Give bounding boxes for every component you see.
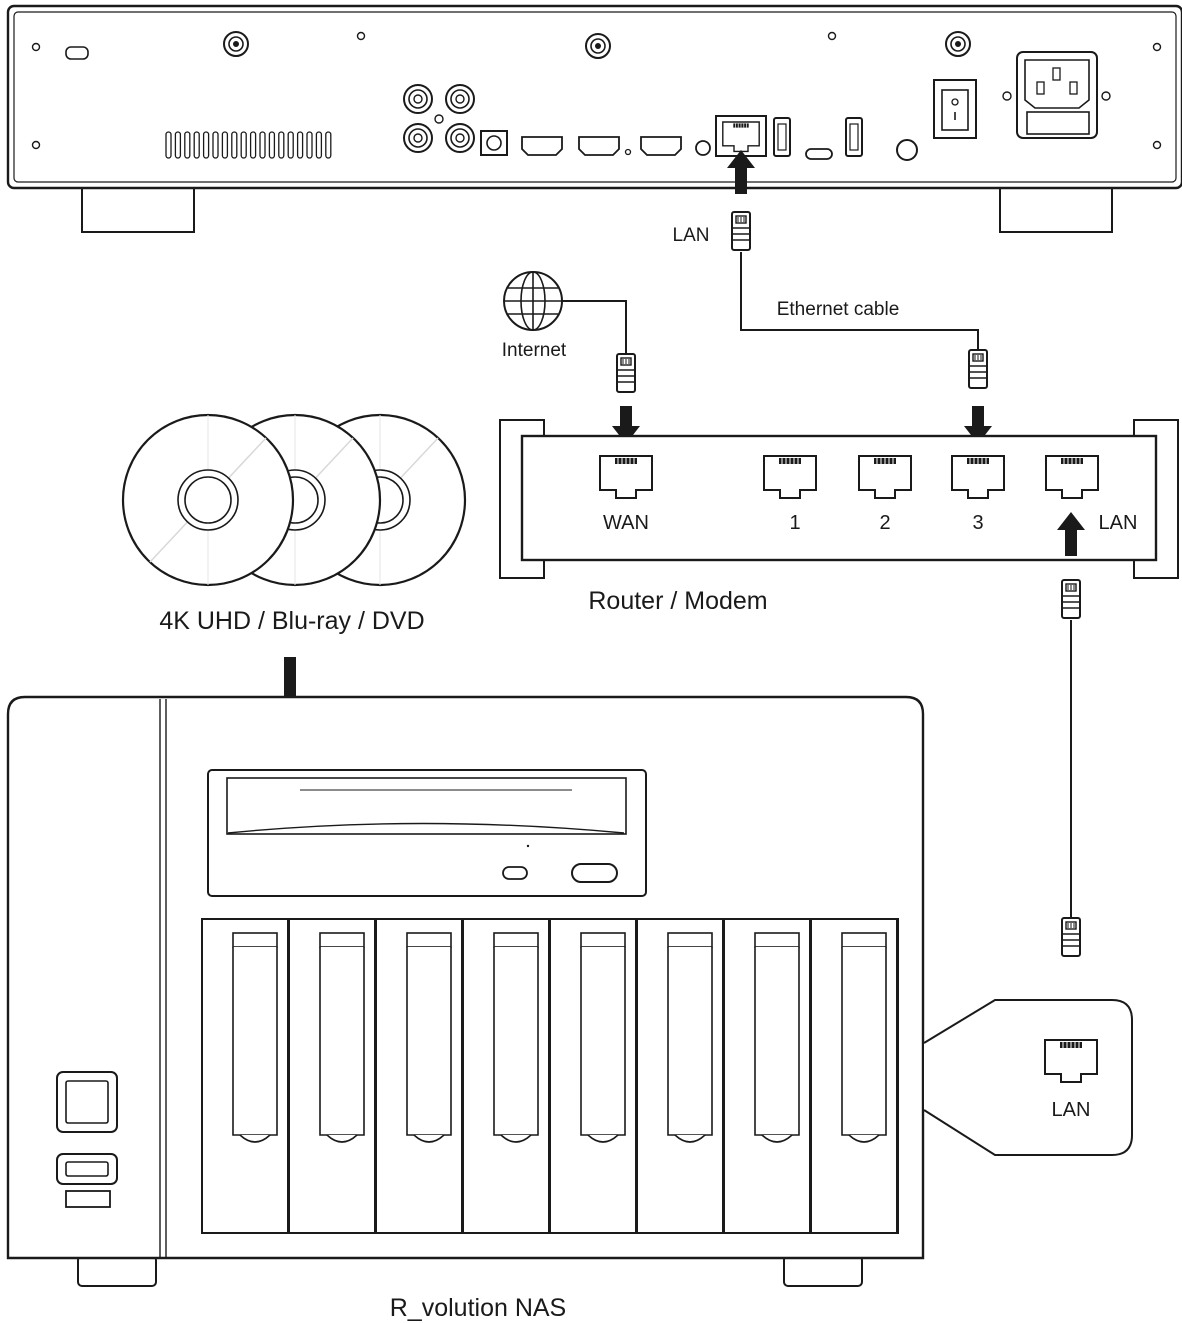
drive-bay	[201, 918, 289, 1234]
vent-slot	[325, 131, 332, 159]
vent-slot	[259, 131, 266, 159]
nas-lan-callout: LAN	[923, 999, 1133, 1156]
vent-slot	[221, 131, 229, 159]
usb-port-icon	[773, 117, 791, 157]
optical-drive	[207, 769, 647, 897]
vent-slot	[165, 131, 172, 159]
ethernet-cable-label: Ethernet cable	[777, 299, 900, 320]
drive-bays	[201, 918, 899, 1234]
router-lan-label: LAN	[1099, 512, 1138, 534]
rj45-plug-icon	[1061, 917, 1081, 957]
copy-button-icon	[65, 1190, 111, 1208]
ventilation-grille	[165, 131, 332, 159]
ir-sensor-icon	[896, 139, 918, 161]
vent-slot	[268, 131, 276, 159]
vent-slot	[287, 131, 294, 159]
media-player-rear-panel	[6, 4, 1182, 233]
drive-bay	[810, 918, 898, 1234]
vent-slot	[278, 131, 285, 159]
vent-slot	[184, 131, 191, 159]
screw-icon	[31, 42, 41, 52]
nas-device: LAN	[6, 695, 1133, 1287]
vent-slot	[249, 131, 257, 159]
vent-slot	[231, 131, 238, 159]
power-switch-icon	[933, 79, 977, 139]
screw-icon	[1152, 140, 1162, 150]
rj45-plug-icon	[616, 353, 636, 393]
internet-cable	[562, 300, 627, 354]
screw-icon	[827, 31, 837, 41]
player-lan-port-icon	[715, 115, 767, 157]
antenna-connector-icon	[585, 33, 611, 59]
kensington-slot-icon	[65, 46, 89, 60]
ethernet-cable	[740, 252, 979, 350]
hdmi-port-icon	[521, 136, 563, 156]
rj45-plug-icon	[1061, 579, 1081, 619]
hdmi-port-icon	[578, 136, 620, 156]
antenna-connector-icon	[223, 31, 249, 57]
rca-jacks-icon	[403, 84, 475, 153]
globe-icon	[503, 271, 563, 331]
rj45-plug-icon	[731, 211, 751, 251]
port-1-label: 1	[789, 512, 800, 534]
vent-slot	[212, 131, 219, 159]
power-button-icon	[56, 1071, 118, 1133]
eject-indicator-icon	[502, 866, 528, 880]
nas-title: R_volution NAS	[390, 1294, 566, 1322]
antenna-connector-icon	[945, 31, 971, 57]
drive-bay	[723, 918, 811, 1234]
router-title: Router / Modem	[588, 587, 767, 615]
wan-label: WAN	[603, 512, 649, 534]
optical-port-icon	[480, 130, 508, 156]
drive-bay	[462, 918, 550, 1234]
power-inlet-icon	[1002, 51, 1111, 139]
eject-button-icon	[571, 863, 618, 883]
usb-port-icon	[56, 1153, 118, 1185]
vent-slot	[202, 131, 210, 159]
drive-bay	[549, 918, 637, 1234]
nas-lan-label: LAN	[1052, 1099, 1091, 1121]
screw-icon	[31, 140, 41, 150]
screw-icon	[1152, 42, 1162, 52]
audio-jack-icon	[695, 140, 711, 156]
drive-bay	[375, 918, 463, 1234]
drive-bay	[636, 918, 724, 1234]
usb-c-port-icon	[805, 148, 833, 160]
internet-label: Internet	[502, 340, 567, 361]
screw-icon	[356, 31, 366, 41]
vent-slot	[315, 131, 323, 159]
nas-foot-right	[783, 1255, 863, 1287]
player-lan-label: LAN	[673, 225, 710, 246]
nas-foot-left	[77, 1255, 157, 1287]
vent-slot	[306, 131, 313, 159]
usb-port-icon	[845, 117, 863, 157]
vent-slot	[240, 131, 247, 159]
rj45-plug-icon	[968, 349, 988, 389]
vent-slot	[193, 131, 200, 159]
discs-title: 4K UHD / Blu-ray / DVD	[159, 607, 424, 635]
player-foot-right	[999, 185, 1113, 233]
drive-bay	[288, 918, 376, 1234]
optical-disc-icon	[121, 413, 467, 587]
player-foot-left	[81, 185, 195, 233]
port-2-label: 2	[879, 512, 890, 534]
vent-slot	[296, 131, 304, 159]
vent-slot	[174, 131, 182, 159]
hdmi-port-icon	[640, 136, 682, 156]
port-3-label: 3	[972, 512, 983, 534]
router-modem: WAN 1 2 3 LAN	[499, 419, 1179, 579]
